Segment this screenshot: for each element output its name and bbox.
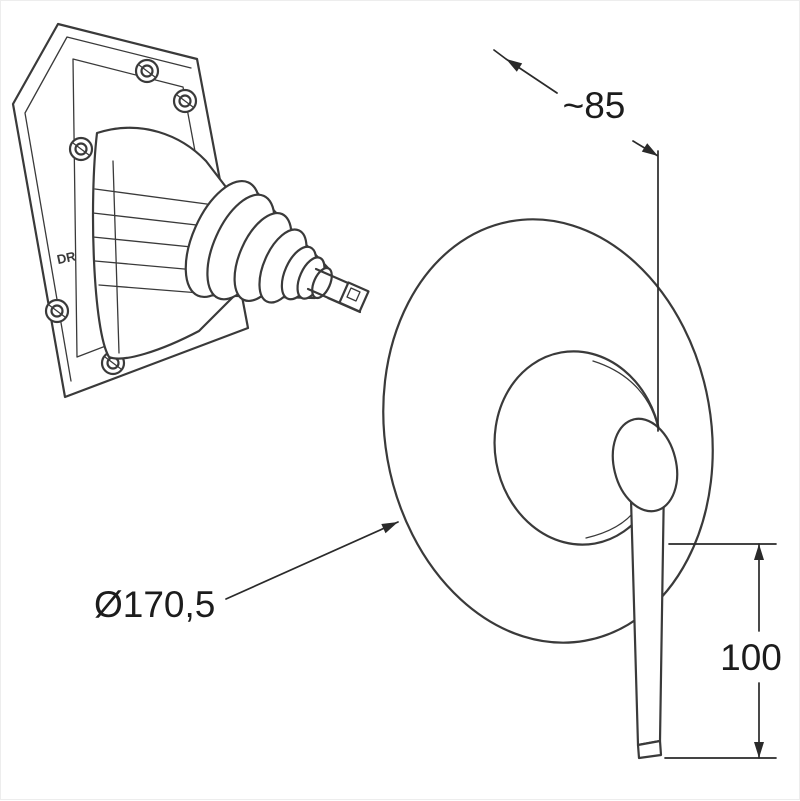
handle-length-label: 100: [720, 637, 782, 678]
valve-spindle: [306, 267, 370, 314]
mounting-plate-edges: [24, 36, 192, 382]
dimension-diameter: Ø170,5: [94, 521, 399, 625]
valve-cartridge: [184, 179, 333, 304]
depth-arrow-right: [641, 143, 658, 156]
valve-body: [91, 126, 235, 360]
rough-in-valve-assembly: DR: [11, 22, 370, 399]
body-marking: DR: [55, 248, 77, 267]
valve-body-ribs: [92, 160, 232, 354]
dimension-depth: ~85: [493, 49, 659, 432]
dimension-handle-length: 100: [664, 543, 782, 759]
depth-dim-lines: [493, 49, 659, 432]
dimensions: ~85 Ø170,5 100: [94, 49, 782, 759]
handle-hub: [611, 417, 679, 513]
diameter-label: Ø170,5: [94, 584, 215, 625]
depth-arrow-left: [506, 59, 523, 72]
diameter-leader-line: [225, 521, 399, 600]
handle-length-arrow-bottom: [754, 742, 764, 758]
handle-lever-tip: [636, 739, 663, 760]
depth-label: ~85: [563, 85, 626, 126]
handle-lever: [629, 480, 666, 747]
trim-and-handle-assembly: [382, 218, 714, 760]
handle-length-arrow-top: [754, 544, 764, 560]
diameter-arrow: [381, 522, 398, 534]
